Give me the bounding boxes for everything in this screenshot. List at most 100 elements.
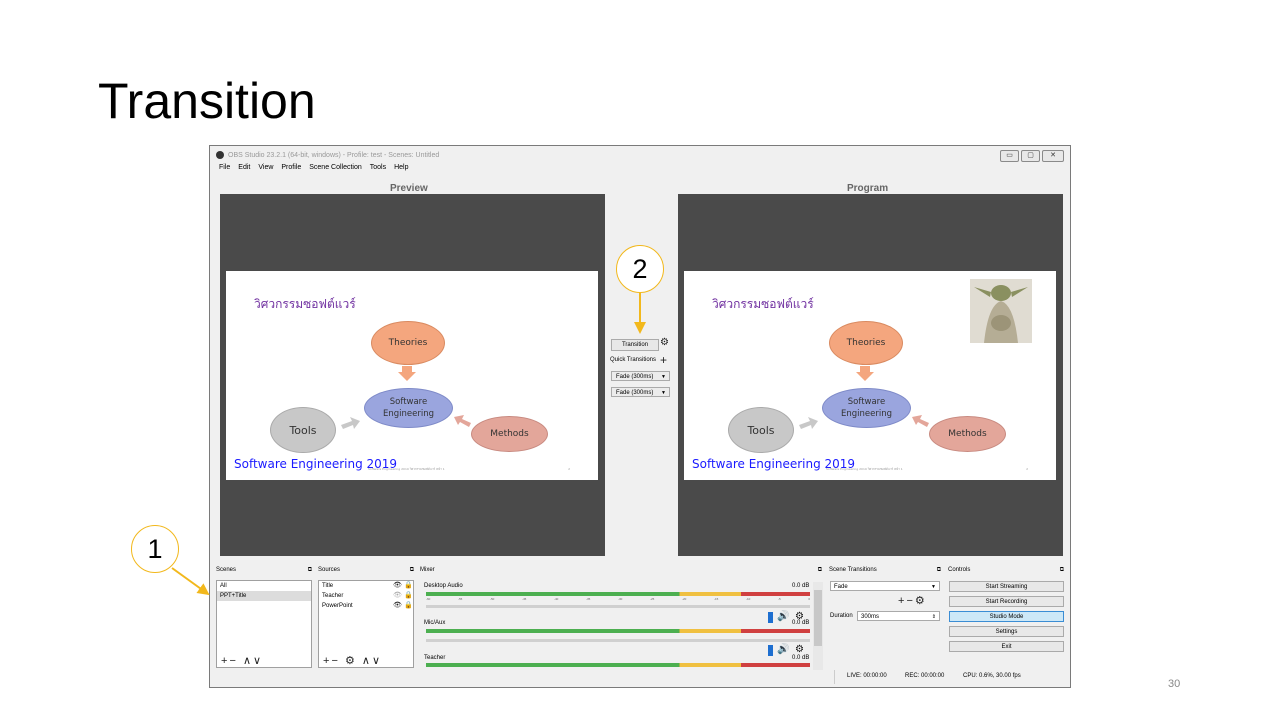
scene-transitions-header: Scene Transitions [829, 567, 877, 573]
controls-dock-header: Controls ⧉ [948, 567, 1066, 576]
close-button[interactable]: ✕ [1042, 150, 1064, 162]
volume-meter [426, 629, 810, 633]
remove-source-icon[interactable]: − [331, 655, 340, 667]
add-transition-icon[interactable]: + [898, 595, 907, 607]
undock-icon[interactable]: ⧉ [936, 567, 941, 573]
menu-help[interactable]: Help [394, 164, 409, 171]
eye-icon[interactable]: 👁 [393, 602, 402, 609]
remove-scene-icon[interactable]: − [229, 655, 238, 667]
slide-page: 2 [568, 467, 570, 471]
scrollbar-thumb[interactable] [814, 590, 822, 646]
source-item-teacher[interactable]: Teacher 👁 🔒 [319, 591, 413, 601]
start-recording-button[interactable]: Start Recording [949, 596, 1064, 607]
eye-icon[interactable]: 👁 [393, 582, 402, 589]
scene-item-ppt-title[interactable]: PPT+Title [217, 591, 311, 601]
add-source-icon[interactable]: + [323, 655, 332, 667]
mixer-header: Mixer [420, 567, 435, 573]
quick-transition-1[interactable]: Fade (300ms) ▼ [611, 371, 670, 381]
transition-select-value: Fade [834, 584, 848, 590]
menu-scene-collection[interactable]: Scene Collection [309, 164, 362, 171]
slide-title: Transition [98, 73, 316, 129]
spinner-icon[interactable]: ⇕ [931, 614, 936, 620]
add-quick-transition-icon[interactable]: + [660, 353, 668, 367]
scenes-dock-header: Scenes ⧉ [216, 567, 314, 576]
transition-select[interactable]: Fade ▼ [830, 581, 940, 591]
source-item-title[interactable]: Title 👁 🔒 [319, 581, 413, 591]
callout-1-arrow [171, 567, 210, 596]
move-up-icon[interactable]: ∧ [242, 655, 253, 667]
program-slide: วิศวกรรมซอฟต์แวร์ Theories Software Engi… [684, 271, 1056, 480]
channel-settings-icon[interactable]: ⚙ [795, 644, 804, 655]
maximize-button[interactable]: ▢ [1021, 150, 1040, 162]
program-label: Program [847, 183, 889, 194]
speaker-icon[interactable]: 🔊 [777, 644, 790, 655]
exit-button[interactable]: Exit [949, 641, 1064, 652]
obs-window: OBS Studio 23.2.1 (64-bit, windows) - Pr… [209, 145, 1071, 688]
slide-page-number: 30 [1168, 678, 1181, 690]
source-settings-icon[interactable]: ⚙ [344, 655, 357, 667]
obs-logo-icon [216, 151, 224, 159]
node-tools: Tools [270, 407, 336, 453]
quick-transition-2-label: Fade (300ms) [616, 390, 654, 396]
mixer-db-mic-aux: 0.0 dB [792, 620, 810, 626]
node-software-engineering: Software Engineering [364, 388, 453, 428]
lock-icon[interactable]: 🔒 [404, 602, 413, 609]
lock-icon[interactable]: 🔒 [404, 582, 413, 589]
preview-canvas[interactable]: วิศวกรรมซอฟต์แวร์ Theories Software Engi… [220, 194, 605, 556]
status-divider [834, 670, 835, 684]
menu-tools[interactable]: Tools [369, 164, 387, 171]
start-streaming-button[interactable]: Start Streaming [949, 581, 1064, 592]
volume-slider[interactable] [426, 639, 810, 642]
remove-transition-icon[interactable]: − [906, 595, 915, 607]
tick: 0 [808, 597, 810, 601]
sources-header: Sources [318, 567, 341, 573]
speaker-icon[interactable]: 🔊 [777, 611, 790, 622]
duration-input[interactable]: 300ms ⇕ [857, 611, 940, 621]
move-down-icon[interactable]: ∨ [253, 655, 264, 667]
volume-handle[interactable] [768, 645, 773, 656]
move-down-icon[interactable]: ∨ [371, 655, 382, 667]
mixer-panel: Desktop Audio 0.0 dB -60-55-50-45-40-35-… [420, 579, 824, 667]
title-bar: OBS Studio 23.2.1 (64-bit, windows) - Pr… [210, 146, 1070, 164]
mixer-db-teacher: 0.0 dB [792, 655, 810, 661]
add-scene-icon[interactable]: + [221, 655, 230, 667]
menu-profile[interactable]: Profile [281, 164, 302, 171]
menu-view[interactable]: View [258, 164, 274, 171]
undock-icon[interactable]: ⧉ [817, 567, 822, 573]
transition-button[interactable]: Transition [611, 339, 659, 351]
studio-mode-button[interactable]: Studio Mode [949, 611, 1064, 622]
quick-transition-2[interactable]: Fade (300ms) ▼ [611, 387, 670, 397]
minimize-button[interactable]: ▭ [1000, 150, 1019, 162]
status-rec: REC: 00:00:00 [905, 673, 945, 679]
mixer-db-desktop-audio: 0.0 dB [792, 583, 810, 589]
callout-2: 2 [616, 245, 664, 293]
volume-slider[interactable] [426, 605, 810, 608]
lock-icon[interactable]: 🔒 [404, 592, 413, 599]
quick-transition-1-label: Fade (300ms) [616, 374, 654, 380]
mixer-scrollbar[interactable] [813, 582, 823, 670]
source-label: Title [322, 583, 334, 589]
transition-settings-icon[interactable]: ⚙ [914, 595, 927, 607]
undock-icon[interactable]: ⧉ [307, 567, 312, 573]
menu-bar: File Edit View Profile Scene Collection … [210, 164, 409, 176]
source-label: Teacher [322, 593, 344, 599]
quick-transitions-label: Quick Transitions [610, 357, 657, 363]
undock-icon[interactable]: ⧉ [1059, 567, 1064, 573]
settings-button[interactable]: Settings [949, 626, 1064, 637]
eye-hidden-icon[interactable]: 👁 [393, 592, 402, 599]
source-item-powerpoint[interactable]: PowerPoint 👁 🔒 [319, 601, 413, 611]
tick: -45 [522, 597, 527, 601]
dropdown-arrow-icon: ▼ [661, 374, 666, 380]
channel-settings-icon[interactable]: ⚙ [795, 611, 804, 622]
move-up-icon[interactable]: ∧ [361, 655, 372, 667]
scene-item-all[interactable]: All [220, 583, 227, 589]
volume-handle[interactable] [768, 612, 773, 623]
scenes-list: All PPT+Title +− ∧∨ [216, 580, 312, 668]
undock-icon[interactable]: ⧉ [409, 567, 414, 573]
menu-edit[interactable]: Edit [238, 164, 251, 171]
sources-toolbar: +− ⚙ ∧∨ [323, 654, 382, 667]
menu-file[interactable]: File [219, 164, 231, 171]
dropdown-arrow-icon: ▼ [931, 584, 936, 590]
transition-gear-icon[interactable]: ⚙ [660, 337, 669, 348]
